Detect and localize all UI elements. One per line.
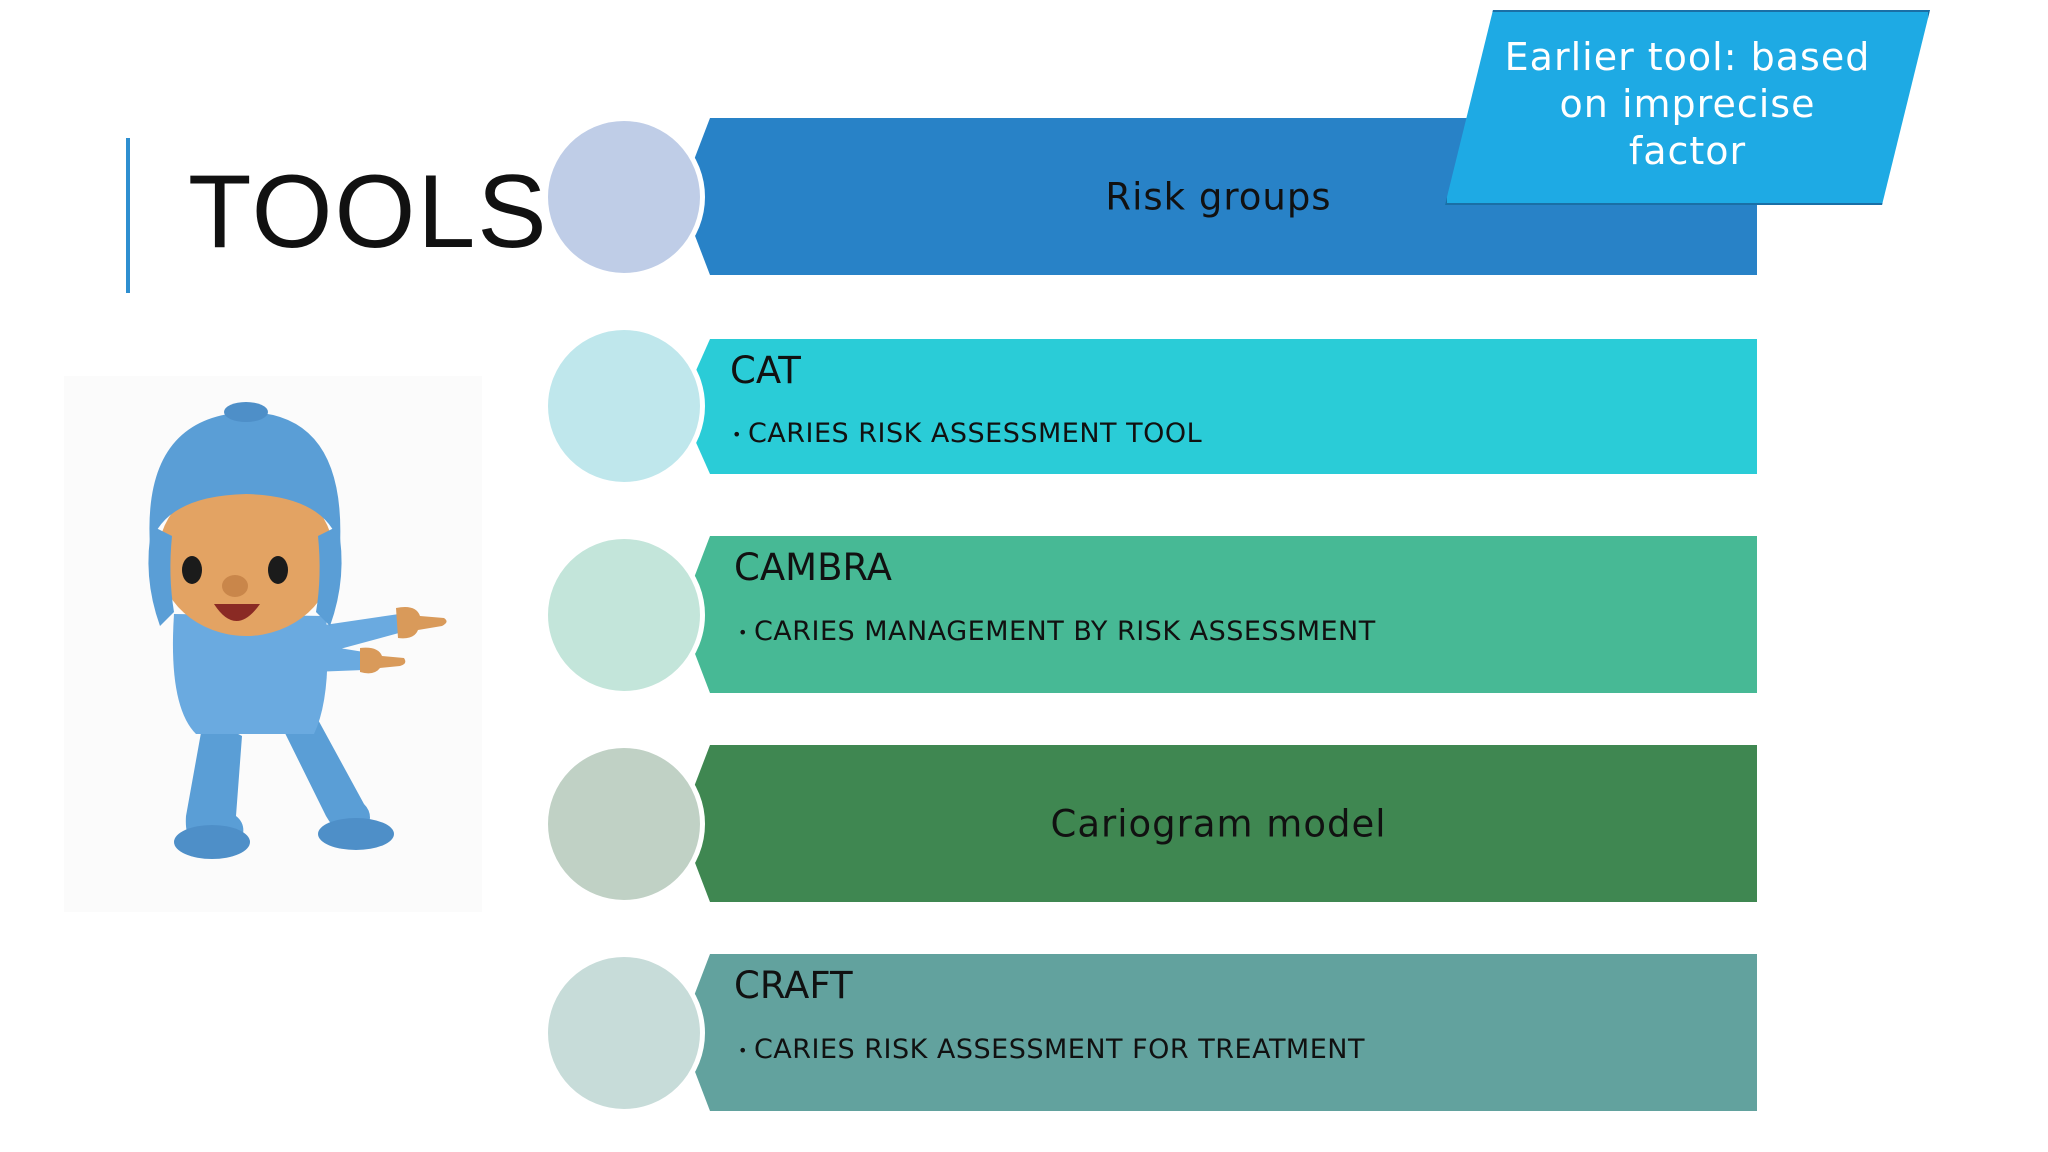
title-accent-line bbox=[126, 138, 130, 293]
tool-band-cambra: CAMBRA •CARIES MANAGEMENT BY RISK ASSESS… bbox=[680, 536, 1757, 693]
tool-band-craft: CRAFT •CARIES RISK ASSESSMENT FOR TREATM… bbox=[680, 954, 1757, 1111]
tool-heading: Cariogram model bbox=[1050, 802, 1387, 845]
tool-heading: CRAFT bbox=[734, 964, 853, 1007]
tool-heading: CAMBRA bbox=[734, 546, 892, 589]
tool-circle-risk-groups bbox=[543, 116, 705, 278]
tool-band-cat: CAT •CARIES RISK ASSESSMENT TOOL bbox=[680, 339, 1757, 474]
tool-band-cariogram: Cariogram model bbox=[680, 745, 1757, 902]
tool-heading: CAT bbox=[730, 349, 801, 392]
tool-subtitle: •CARIES RISK ASSESSMENT TOOL bbox=[732, 418, 1203, 449]
tool-circle-cariogram bbox=[543, 743, 705, 905]
tool-circle-craft bbox=[543, 952, 705, 1114]
slide-title: TOOLS bbox=[188, 154, 549, 270]
tool-subtitle: •CARIES MANAGEMENT BY RISK ASSESSMENT bbox=[738, 616, 1376, 647]
tool-subtitle-text: CARIES RISK ASSESSMENT TOOL bbox=[747, 418, 1203, 449]
mascot-image bbox=[64, 376, 482, 912]
tool-heading: Risk groups bbox=[1105, 175, 1332, 218]
callout-text: Earlier tool: based on imprecise factor bbox=[1504, 35, 1871, 173]
tool-circle-cat bbox=[543, 325, 705, 487]
tool-circle-cambra bbox=[543, 534, 705, 696]
tool-subtitle: •CARIES RISK ASSESSMENT FOR TREATMENT bbox=[738, 1034, 1365, 1065]
tool-subtitle-text: CARIES MANAGEMENT BY RISK ASSESSMENT bbox=[753, 616, 1376, 647]
tool-subtitle-text: CARIES RISK ASSESSMENT FOR TREATMENT bbox=[753, 1034, 1365, 1065]
